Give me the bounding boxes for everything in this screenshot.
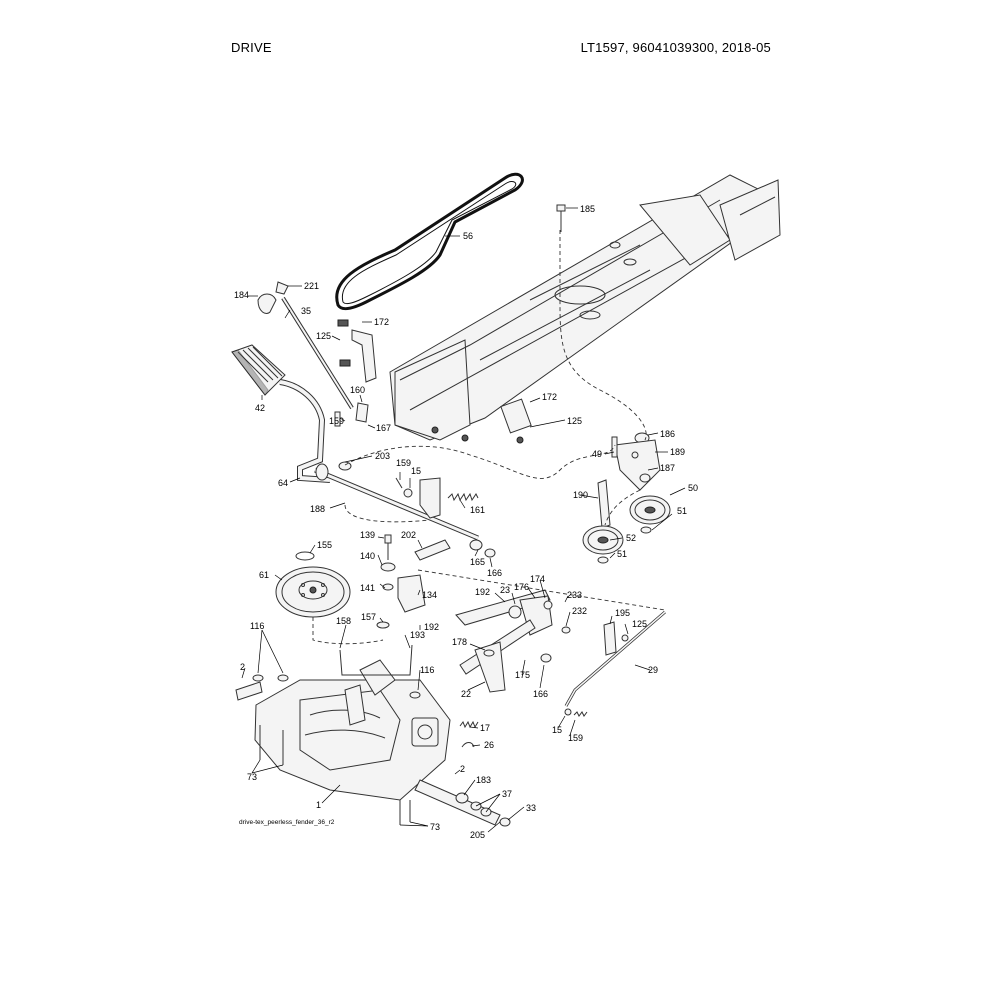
callout-29: 29	[648, 665, 658, 675]
callout-2-left: 2	[240, 662, 245, 672]
callout-193: 193	[410, 630, 425, 640]
callout-183: 183	[476, 775, 491, 785]
callout-1: 1	[316, 800, 321, 810]
callout-184: 184	[234, 290, 249, 300]
callout-172-upper: 172	[374, 317, 389, 327]
callout-160: 160	[350, 385, 365, 395]
callout-165: 165	[470, 557, 485, 567]
callout-17: 17	[480, 723, 490, 733]
callout-166-lower: 166	[533, 689, 548, 699]
callout-15-shaft: 15	[411, 466, 421, 476]
callout-205: 205	[470, 830, 485, 840]
belt-routing-dashed	[312, 230, 666, 645]
callout-192-center: 192	[424, 622, 439, 632]
callout-26: 26	[484, 740, 494, 750]
callout-73-right: 73	[430, 822, 440, 832]
callout-56: 56	[463, 231, 473, 241]
brake-pedal-assembly	[231, 281, 479, 541]
callout-64: 64	[278, 478, 288, 488]
callout-172-frame: 172	[542, 392, 557, 402]
callout-192-right: 192	[475, 587, 490, 597]
callout-189: 189	[670, 447, 685, 457]
callout-116-left: 116	[250, 621, 264, 631]
callout-125-linkage: 125	[632, 619, 647, 629]
callout-leaders	[241, 207, 686, 833]
callout-116-right: 116	[420, 665, 434, 675]
callout-37: 37	[502, 789, 512, 799]
bolt-185	[556, 204, 566, 232]
callout-178: 178	[452, 637, 467, 647]
callout-175: 175	[515, 670, 530, 680]
callout-22: 22	[461, 689, 471, 699]
callout-159-shaft: 159	[396, 458, 411, 468]
callout-125-upper: 125	[316, 331, 331, 341]
callout-166-upper: 166	[487, 568, 502, 578]
callout-185: 185	[580, 204, 595, 214]
callout-49: 49	[592, 449, 602, 459]
callout-51-upper: 51	[677, 506, 687, 516]
callout-labels: 185 56 221 184 35 172 125 42 160 159 167…	[234, 204, 698, 840]
callout-61: 61	[259, 570, 269, 580]
section-title: DRIVE	[231, 40, 272, 55]
mount-bracket-assembly	[376, 534, 496, 629]
callout-190: 190	[573, 490, 588, 500]
callout-159-rod: 159	[568, 733, 583, 743]
callout-35: 35	[301, 306, 311, 316]
idler-pulley-assembly	[582, 432, 671, 564]
callout-203: 203	[375, 451, 390, 461]
callout-52: 52	[626, 533, 636, 543]
callout-140: 140	[360, 551, 375, 561]
callout-221: 221	[304, 281, 319, 291]
callout-233: 233	[567, 590, 582, 600]
callout-155: 155	[317, 540, 332, 550]
callout-232: 232	[572, 606, 587, 616]
drawing-file-name: drive-tex_peerless_fender_36_r2	[239, 819, 335, 826]
callout-158: 158	[336, 616, 351, 626]
callout-195: 195	[615, 608, 630, 618]
callout-157: 157	[361, 612, 376, 622]
callout-174: 174	[530, 574, 545, 584]
callout-2-right: 2	[460, 764, 465, 774]
callout-134: 134	[422, 590, 437, 600]
callout-33: 33	[526, 803, 536, 813]
callout-139: 139	[360, 530, 375, 540]
callout-161: 161	[470, 505, 485, 515]
callout-141: 141	[360, 583, 375, 593]
callout-188: 188	[310, 504, 325, 514]
callout-202: 202	[401, 530, 416, 540]
model-info: LT1597, 96041039300, 2018-05	[580, 40, 771, 55]
transmission-pulley	[275, 551, 351, 618]
callout-51-lower: 51	[617, 549, 627, 559]
frame-assembly	[389, 174, 781, 444]
callout-50: 50	[688, 483, 698, 493]
callout-186: 186	[660, 429, 675, 439]
callout-23: 23	[500, 585, 510, 595]
callout-159-pedal: 159	[329, 416, 344, 426]
callout-73-left: 73	[247, 772, 257, 782]
drive-belt	[335, 172, 524, 311]
callout-167: 167	[376, 423, 391, 433]
callout-42: 42	[255, 403, 265, 413]
shift-linkage	[455, 589, 666, 717]
callout-125-frame: 125	[567, 416, 582, 426]
callout-15-rod: 15	[552, 725, 562, 735]
transaxle	[235, 644, 511, 827]
callout-187: 187	[660, 463, 675, 473]
callout-176: 176	[514, 582, 529, 592]
